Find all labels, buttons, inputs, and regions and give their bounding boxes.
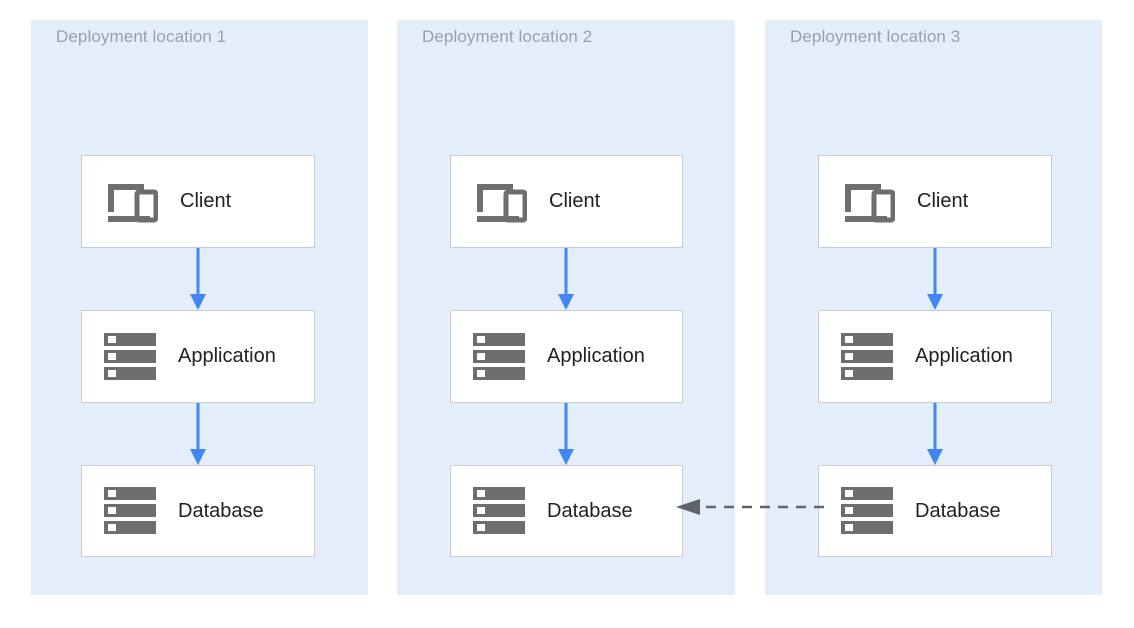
node-label: Client	[549, 190, 601, 212]
node-database-3[interactable]: Database	[818, 465, 1052, 557]
deployment-location-title-2: Deployment location 2	[422, 27, 593, 46]
server-icon	[841, 332, 893, 382]
server-icon	[841, 486, 893, 536]
connector-application-2-to-database-2	[556, 403, 576, 465]
server-icon	[104, 332, 156, 382]
node-label: Application	[915, 345, 1013, 367]
node-application-1[interactable]: Application	[81, 310, 315, 403]
devices-icon	[841, 180, 895, 224]
connector-database-3-to-database-2	[676, 497, 824, 517]
devices-icon	[473, 180, 527, 224]
connector-application-3-to-database-3	[925, 403, 945, 465]
node-application-3[interactable]: Application	[818, 310, 1052, 403]
node-label: Database	[547, 499, 633, 522]
node-label: Client	[180, 190, 232, 212]
node-label: Application	[547, 345, 645, 367]
node-client-1[interactable]: Client	[81, 155, 315, 248]
devices-icon	[104, 180, 158, 224]
node-label: Database	[915, 499, 1001, 522]
connector-client-3-to-application-3	[925, 248, 945, 310]
connector-client-2-to-application-2	[556, 248, 576, 310]
node-database-1[interactable]: Database	[81, 465, 315, 557]
node-database-2[interactable]: Database	[450, 465, 683, 557]
node-client-3[interactable]: Client	[818, 155, 1052, 248]
node-application-2[interactable]: Application	[450, 310, 683, 403]
server-icon	[104, 486, 156, 536]
server-icon	[473, 486, 525, 536]
server-icon	[473, 332, 525, 382]
node-label: Database	[178, 499, 264, 522]
deployment-location-title-1: Deployment location 1	[56, 27, 227, 46]
connector-application-1-to-database-1	[188, 403, 208, 465]
connector-client-1-to-application-1	[188, 248, 208, 310]
node-client-2[interactable]: Client	[450, 155, 683, 248]
node-label: Client	[917, 190, 969, 212]
node-label: Application	[178, 345, 276, 367]
deployment-location-title-3: Deployment location 3	[790, 27, 961, 46]
